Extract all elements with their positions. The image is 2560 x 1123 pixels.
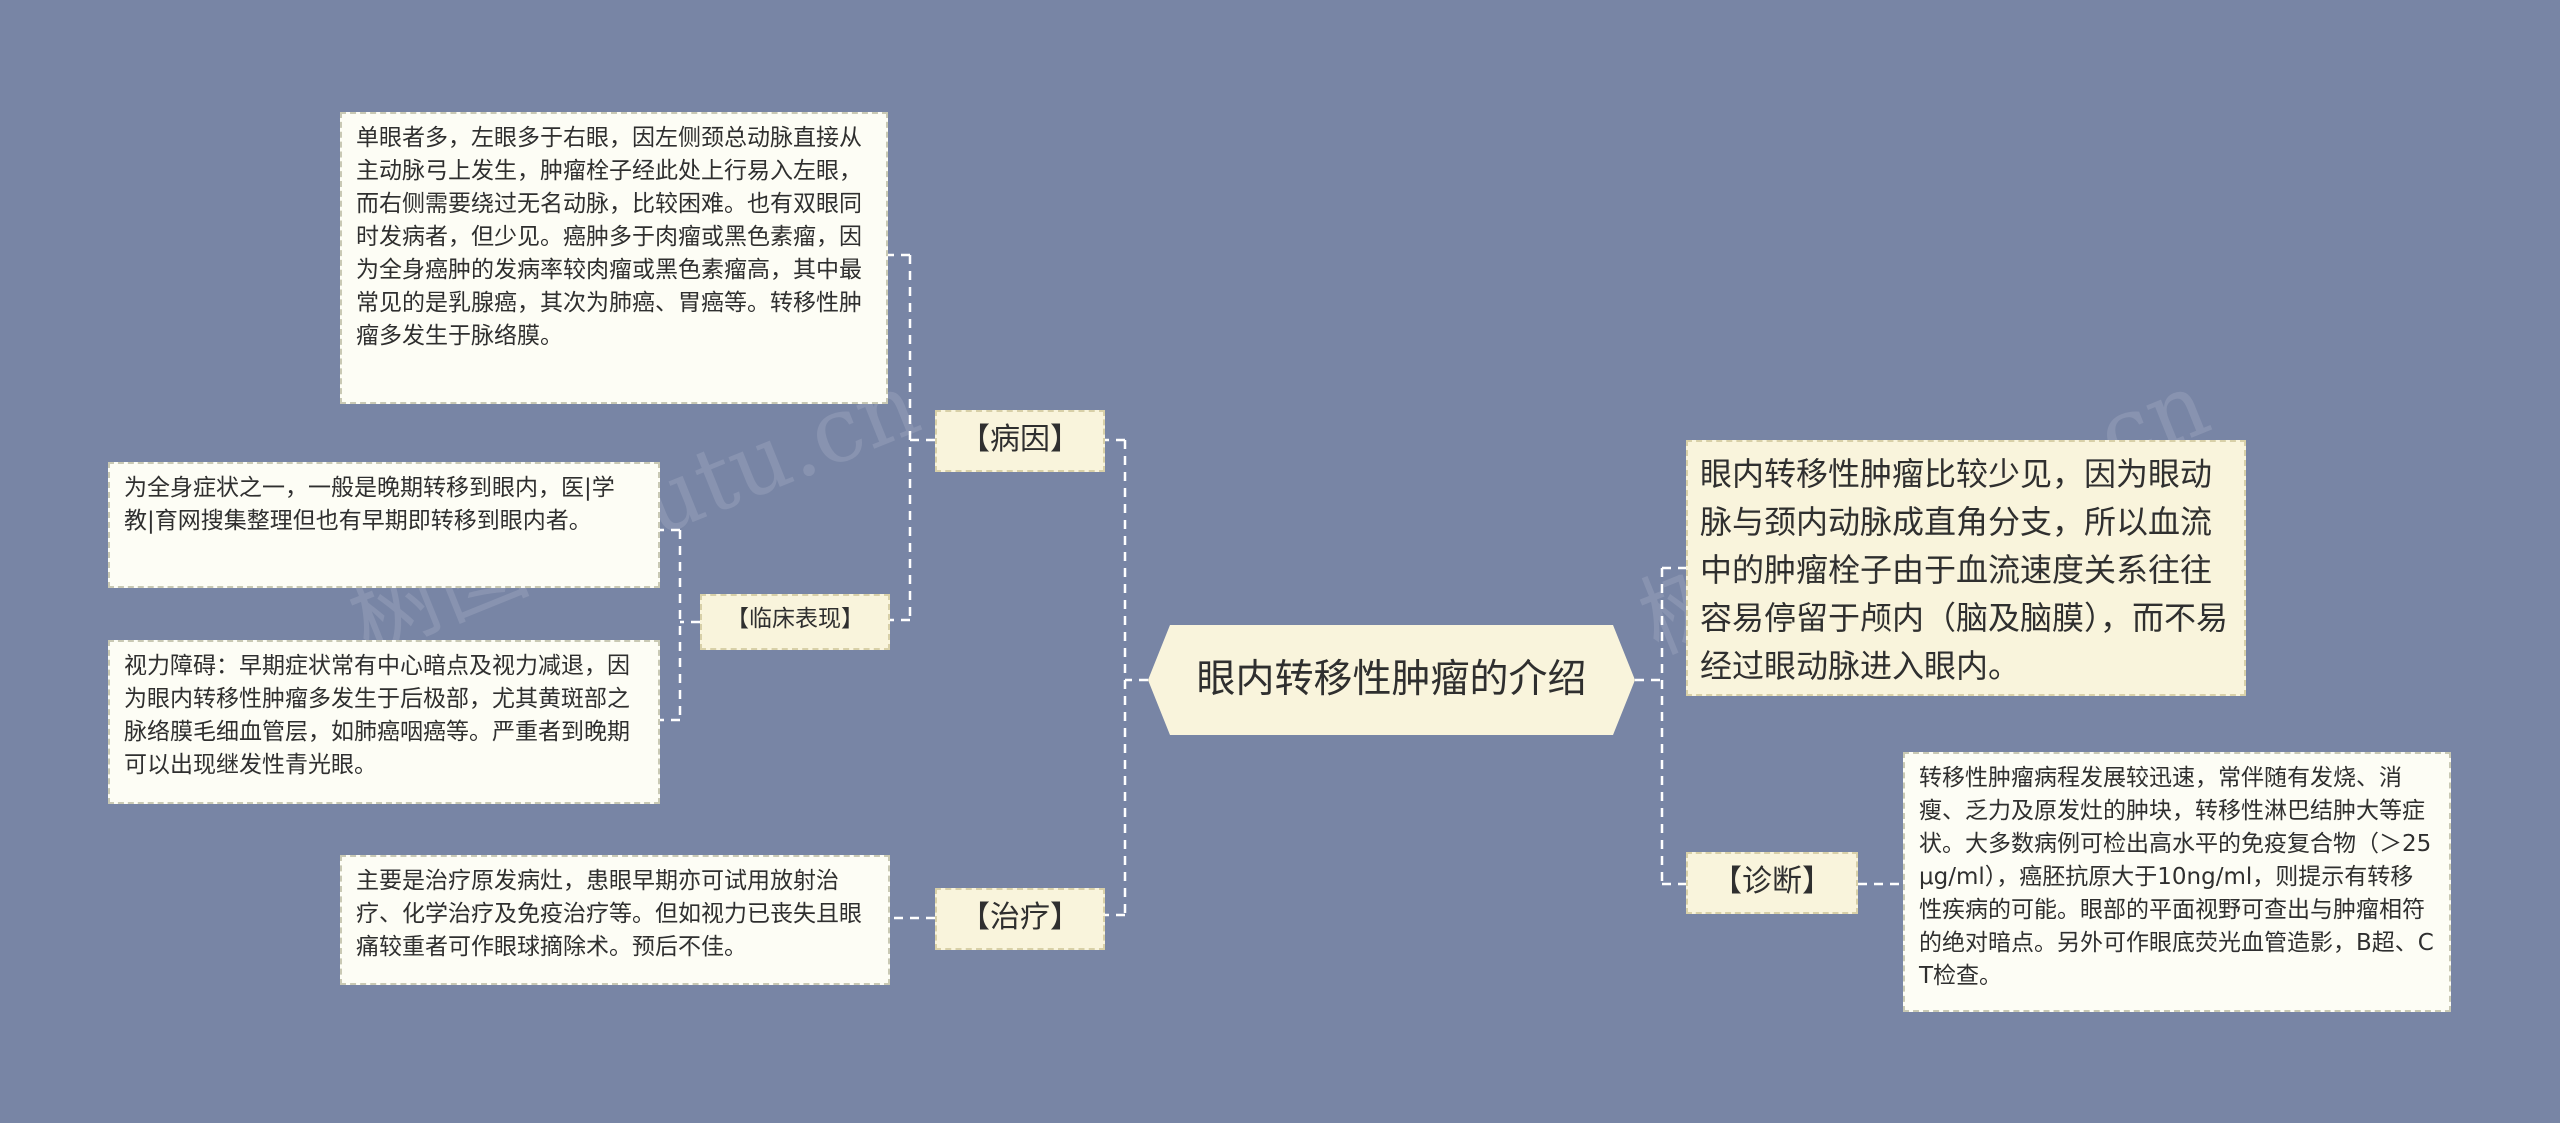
- branch-clinical[interactable]: 【临床表现】: [700, 594, 890, 650]
- connector-topic-right: [1635, 566, 1686, 886]
- central-topic[interactable]: 眼内转移性肿瘤的介绍: [1148, 625, 1635, 735]
- branch-treatment[interactable]: 【治疗】: [935, 888, 1105, 950]
- leaf-clinical-1: 为全身症状之一，一般是晚期转移到眼内，医|学教|育网搜集整理但也有早期即转移到眼…: [108, 462, 660, 588]
- leaf-treatment-text: 主要是治疗原发病灶，患眼早期亦可试用放射治疗、化学治疗及免疫治疗等。但如视力已丧…: [340, 855, 890, 985]
- leaf-clinical-2: 视力障碍：早期症状常有中心暗点及视力减退，因为眼内转移性肿瘤多发生于后极部，尤其…: [108, 640, 660, 804]
- connector-cause-leaf: [888, 253, 935, 622]
- branch-cause[interactable]: 【病因】: [935, 410, 1105, 472]
- leaf-diagnosis-text: 转移性肿瘤病程发展较迅速，常伴随有发烧、消瘦、乏力及原发灶的肿块，转移性淋巴结肿…: [1903, 752, 2451, 1012]
- leaf-cause-text: 单眼者多，左眼多于右眼，因左侧颈总动脉直接从主动脉弓上发生，肿瘤栓子经此处上行易…: [340, 112, 888, 404]
- connector-topic-left: [1105, 438, 1148, 917]
- branch-diagnosis[interactable]: 【诊断】: [1686, 852, 1858, 914]
- connector-clinical-leaves: [660, 528, 700, 722]
- summary-node[interactable]: 眼内转移性肿瘤比较少见，因为眼动脉与颈内动脉成直角分支，所以血流中的肿瘤栓子由于…: [1686, 440, 2246, 696]
